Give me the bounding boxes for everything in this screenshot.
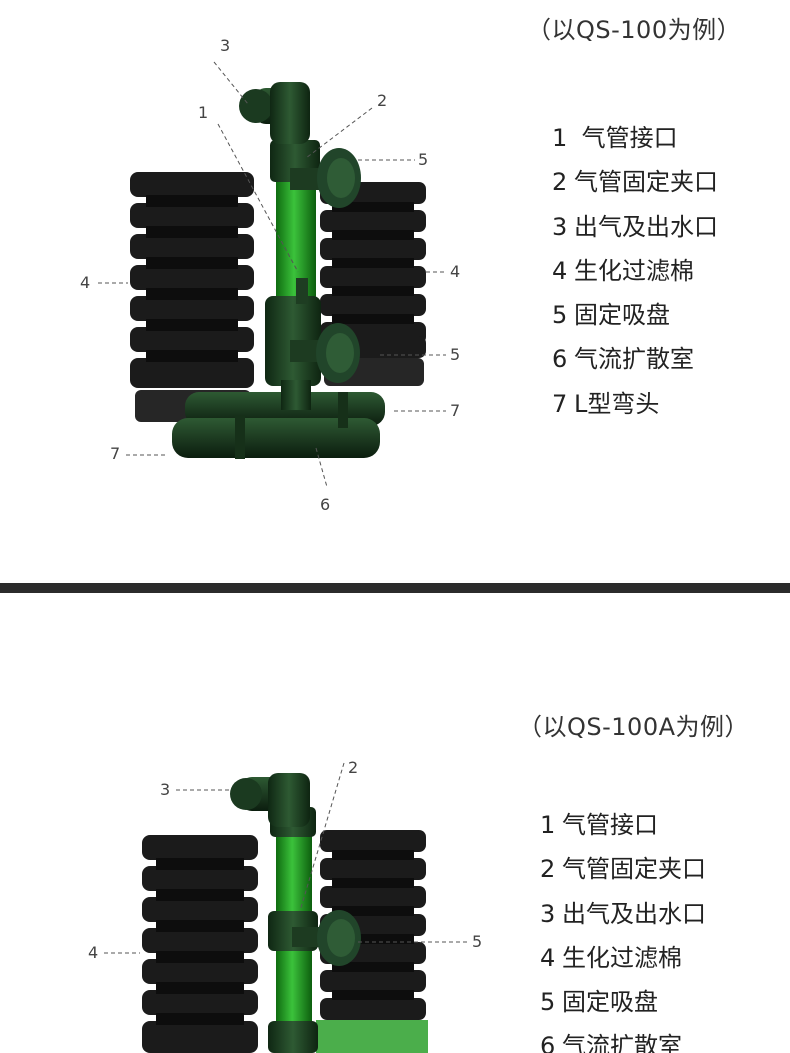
callout-7-left: 7 [110, 444, 121, 463]
legend-text: 气流扩散室 [562, 1032, 682, 1053]
callout-2: 2 [377, 91, 388, 110]
callout-4-left: 4 [80, 273, 91, 292]
legend-text: 生化过滤棉 [574, 256, 694, 285]
legend-num: 3 [552, 212, 568, 241]
legend-text: 气流扩散室 [574, 345, 694, 374]
callout-7-right: 7 [450, 401, 461, 420]
left-sponge-filter [142, 835, 258, 1053]
legend-text: 出气及出水口 [574, 212, 718, 241]
left-sponge-filter [130, 172, 254, 422]
base-l-elbow [172, 392, 385, 459]
legend-num: 1 [540, 811, 556, 839]
callout-leader-lines [98, 61, 446, 488]
callout-5-bottom: 5 [450, 345, 461, 364]
legend-text: 固定吸盘 [562, 988, 658, 1017]
legend-text: L型弯头 [574, 389, 660, 418]
right-sponge-filter [316, 830, 428, 1053]
qs100a-product-illustration [104, 762, 470, 1053]
legend-text: 固定吸盘 [574, 301, 670, 330]
callout-6: 6 [320, 495, 331, 514]
suction-cup [292, 910, 361, 966]
legend-num: 1 [552, 124, 568, 152]
callout-5: 5 [472, 932, 483, 951]
top-elbow-outlet [230, 773, 310, 827]
legend-text: 出气及出水口 [562, 899, 706, 928]
legend-num: 3 [540, 899, 556, 928]
legend-text: 气管接口 [562, 811, 658, 839]
legend-text: 生化过滤棉 [562, 943, 682, 972]
callout-3: 3 [220, 36, 231, 55]
callout-5-top: 5 [418, 150, 429, 169]
legend-num: 5 [540, 988, 556, 1017]
legend-num: 5 [552, 301, 568, 330]
legend-item: 6 气流扩散室 [540, 1024, 706, 1053]
section-qs100: （以QS-100为例） [80, 16, 742, 514]
center-lift-tube [265, 140, 321, 410]
suction-cup-top [290, 148, 361, 208]
legend-num: 7 [552, 389, 568, 418]
legend-num: 6 [552, 345, 568, 374]
callout-leader-lines [104, 762, 470, 954]
legend-num: 4 [552, 256, 568, 285]
callout-1: 1 [198, 103, 209, 122]
top-elbow-outlet [239, 82, 310, 144]
caption-qs100a: （以QS-100A为例） [518, 713, 750, 741]
legend-item: 1 气管接口 [552, 116, 718, 160]
caption-qs100: （以QS-100为例） [527, 16, 742, 44]
legend-num: 2 [552, 168, 568, 197]
legend-text: 气管固定夹口 [562, 855, 706, 884]
section-qs100a: （以QS-100A为例） [0, 593, 790, 1053]
legend-num: 2 [540, 855, 556, 884]
callout-4-right: 4 [450, 262, 461, 281]
right-sponge-filter [320, 182, 426, 386]
suction-cup-bottom [290, 323, 360, 383]
legend-text: 气管接口 [581, 124, 678, 152]
section-divider [0, 583, 790, 593]
callout-4: 4 [88, 943, 99, 962]
qs100-product-illustration [98, 61, 446, 488]
callout-3: 3 [160, 780, 171, 799]
legend-num: 4 [540, 943, 556, 972]
legend-num: 6 [540, 1032, 556, 1053]
legend-text: 气管固定夹口 [574, 168, 718, 197]
callout-2: 2 [348, 758, 359, 777]
